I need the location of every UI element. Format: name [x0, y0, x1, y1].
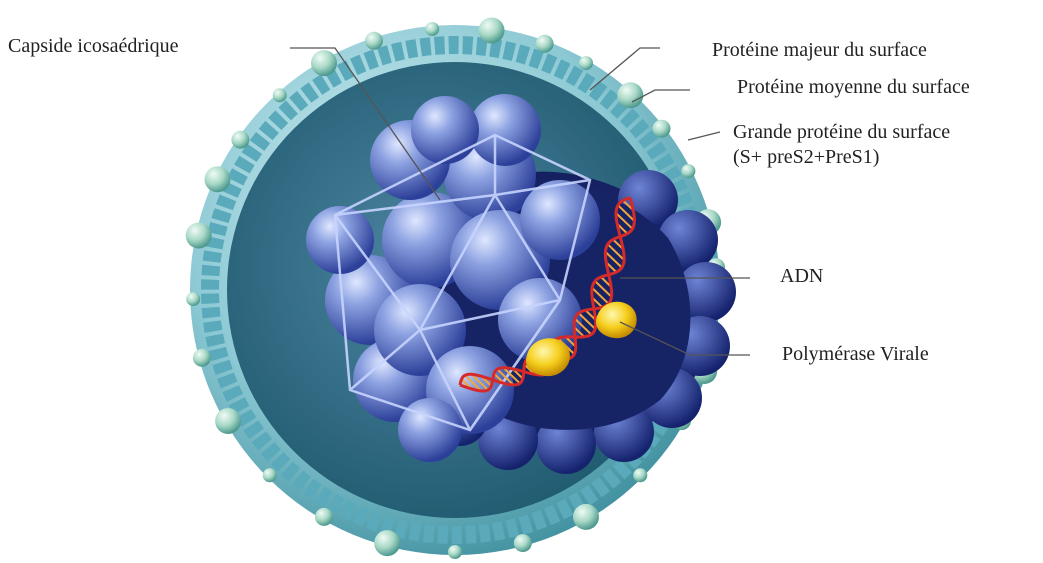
leader-large-protein — [688, 132, 720, 140]
surface-protein — [448, 545, 462, 559]
surface-protein — [425, 22, 439, 36]
surface-protein — [186, 292, 200, 306]
surface-protein — [193, 349, 211, 367]
surface-protein — [579, 56, 593, 70]
surface-protein — [633, 468, 647, 482]
label-large-surface-protein: Grande protéine du surface (S+ preS2+Pre… — [733, 120, 950, 170]
surface-protein — [231, 131, 249, 149]
label-large-surface-protein-line1: Grande protéine du surface — [733, 120, 950, 145]
surface-protein — [573, 504, 599, 530]
label-major-surface-protein: Protéine majeur du surface — [712, 38, 927, 63]
surface-protein — [186, 223, 212, 249]
surface-protein — [273, 88, 287, 102]
label-polymerase: Polymérase Virale — [782, 342, 929, 367]
surface-protein — [479, 18, 505, 44]
surface-protein — [205, 166, 231, 192]
label-large-surface-protein-line2: (S+ preS2+PreS1) — [733, 145, 950, 170]
surface-protein — [215, 408, 241, 434]
surface-protein — [536, 35, 554, 53]
label-dna: ADN — [780, 264, 823, 289]
label-middle-surface-protein: Protéine moyenne du surface — [737, 75, 970, 100]
surface-protein — [617, 82, 643, 108]
surface-protein — [681, 164, 695, 178]
surface-protein — [514, 534, 532, 552]
surface-protein — [311, 50, 337, 76]
surface-protein — [653, 120, 671, 138]
surface-protein — [263, 468, 277, 482]
surface-protein — [365, 32, 383, 50]
surface-protein — [374, 530, 400, 556]
label-capsid: Capside icosaédrique — [8, 34, 179, 59]
surface-protein — [315, 508, 333, 526]
